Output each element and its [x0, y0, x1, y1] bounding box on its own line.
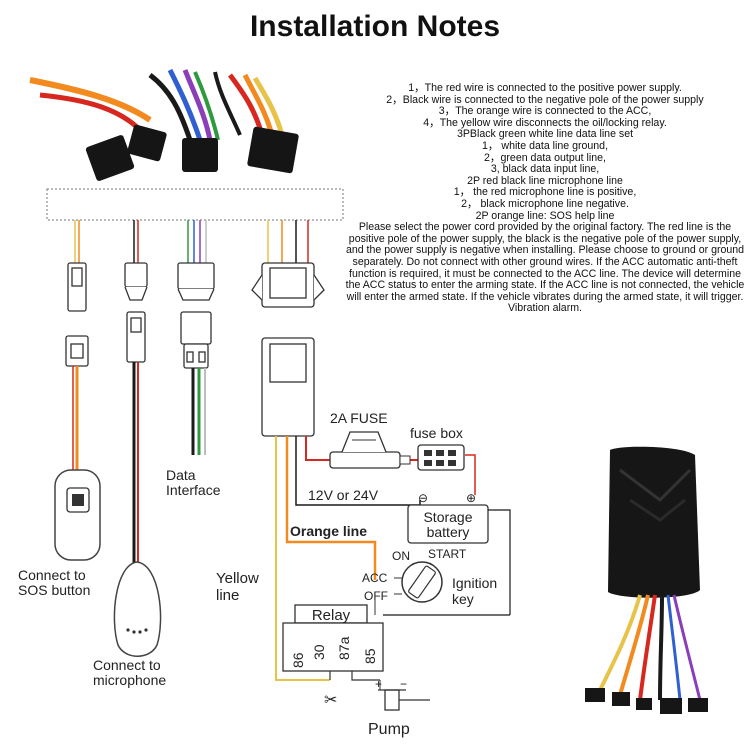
page-title: Installation Notes [249, 10, 501, 43]
battery-minus-icon: ⊖ [418, 491, 428, 505]
sos-button-device [54, 469, 101, 561]
note-line: 1， the red microphone line is positive, [453, 186, 637, 199]
ignition-label: Ignition [452, 575, 497, 591]
ignition-key [394, 561, 443, 603]
relay-pin-86: 86 [290, 652, 306, 668]
note-line: 1，The red wire is connected to the posit… [408, 82, 682, 94]
sos-connector [65, 262, 89, 367]
note-paragraph: Please select the power cord provided by… [345, 221, 745, 315]
battery-label: battery [427, 524, 470, 540]
fuse-box [417, 444, 465, 471]
note-line: 4，The yellow wire disconnects the oil/lo… [423, 116, 667, 129]
note-line: 2， black microphone line negative. [461, 197, 629, 210]
fuse-label: 2A FUSE [330, 410, 388, 426]
note-line: 2P orange line: SOS help line [475, 209, 615, 222]
device-wires [74, 220, 309, 263]
battery-plus-icon: ⊕ [466, 491, 476, 505]
relay-pin-85: 85 [362, 648, 378, 664]
sos-label: Connect to [18, 567, 86, 583]
orange-wire [285, 436, 377, 580]
yellow-wire [275, 436, 330, 681]
installation-notes: 1，The red wire is connected to the posit… [345, 82, 745, 315]
fuse [329, 431, 411, 469]
gps-tracker-image [585, 446, 708, 714]
voltage-label: 12V or 24V [308, 487, 379, 503]
data-interface-label: Data [166, 467, 196, 483]
microphone-device [113, 561, 162, 657]
note-line: 2P red black line microphone line [467, 174, 623, 187]
pump-minus-icon: − [400, 677, 407, 691]
pump-plus-icon: + [375, 677, 382, 691]
fuse-box-label: fuse box [410, 425, 463, 441]
sos-label: SOS button [18, 582, 90, 598]
scissors-icon: ✂ [324, 692, 337, 709]
relay-label: Relay [312, 607, 351, 624]
data-interface-connector [177, 262, 215, 369]
yellow-line-label: line [216, 587, 239, 604]
ignition-label: key [452, 591, 474, 607]
pump [378, 680, 430, 711]
relay [282, 604, 384, 672]
ignition-start-label: START [428, 547, 467, 561]
black-wire [295, 436, 421, 506]
battery-label: Storage [423, 509, 472, 525]
note-line: 1， white data line ground, [481, 139, 609, 152]
microphone-label: Connect to [93, 657, 161, 673]
note-line: 3, black data input line, [490, 163, 600, 176]
relay-pin-30: 30 [311, 644, 327, 660]
ignition-on-label: ON [392, 549, 410, 563]
note-line: 3，The orange wire is connected to the AC… [438, 105, 652, 118]
ignition-acc-label: ACC [362, 571, 388, 585]
red-wire [305, 436, 330, 461]
note-line: 3PBlack green white line data line set [456, 128, 634, 141]
note-line: 2，Black wire is connected to the negativ… [386, 93, 704, 106]
yellow-line-label: Yellow [216, 570, 259, 587]
pump-label: Pump [368, 721, 410, 738]
power-connector [251, 262, 325, 437]
note-line: 2，green data output line, [484, 151, 606, 164]
device-outline [46, 188, 344, 221]
storage-battery [407, 504, 489, 544]
relay-pin-87a: 87a [336, 636, 352, 660]
microphone-label: microphone [93, 672, 166, 688]
ignition-off-label: OFF [364, 589, 388, 603]
orange-line-label: Orange line [290, 523, 367, 539]
microphone-connector [124, 262, 148, 363]
wire-harness-image [29, 68, 299, 181]
data-interface-label: Interface [166, 482, 221, 498]
